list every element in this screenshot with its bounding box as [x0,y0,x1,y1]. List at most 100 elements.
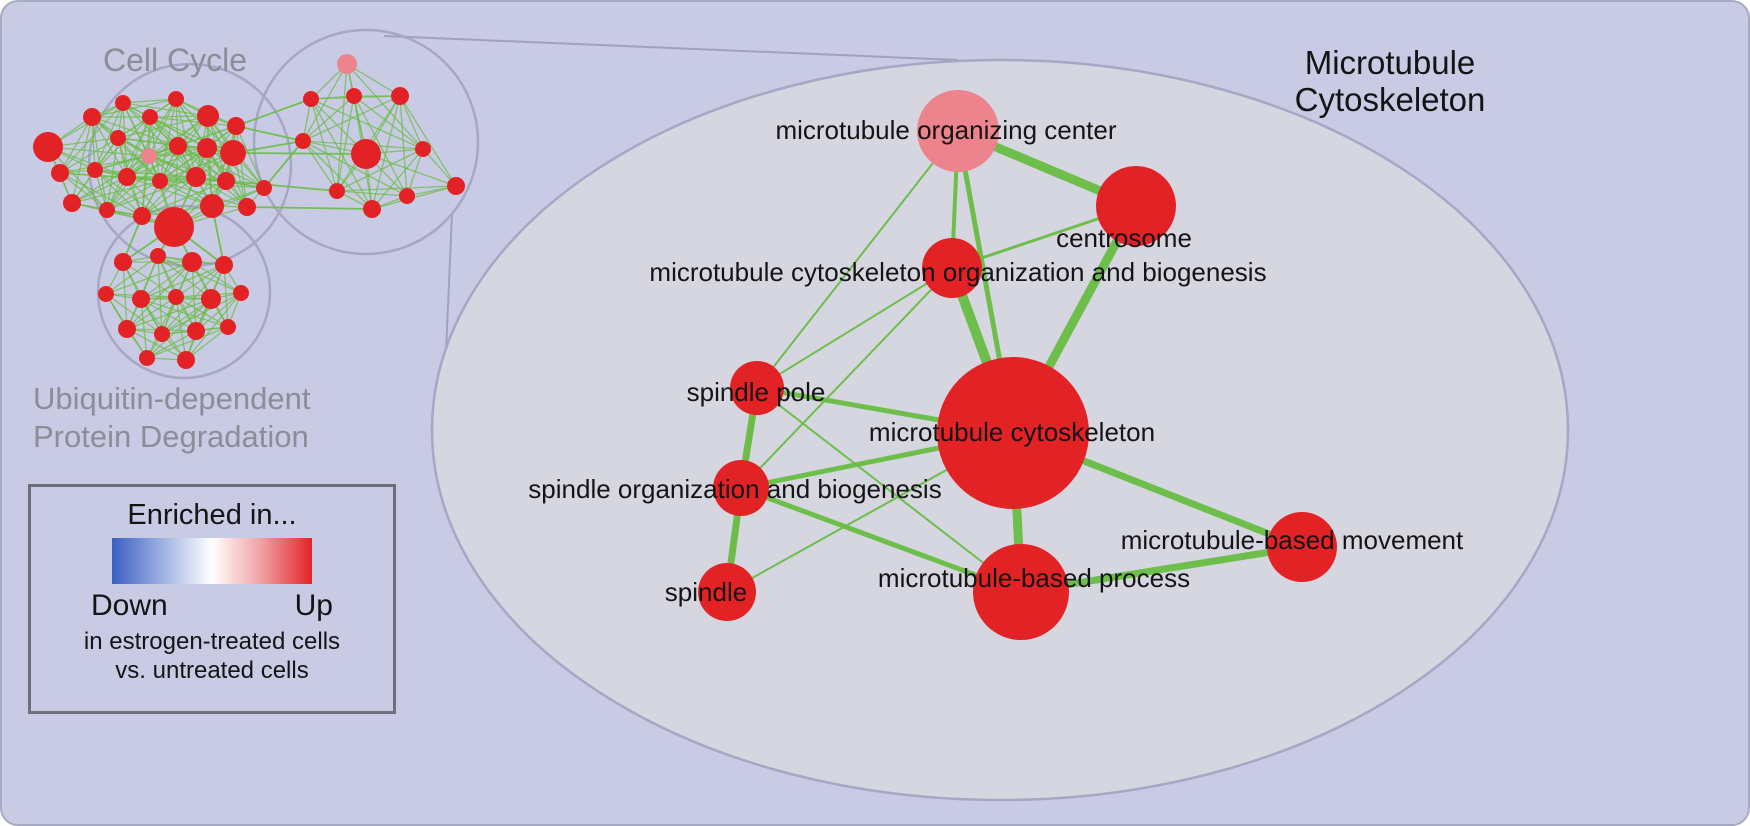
overview-node[interactable] [114,253,132,271]
overview-node[interactable] [83,108,101,126]
overview-node[interactable] [118,320,136,338]
overview-node[interactable] [51,164,69,182]
overview-node[interactable] [87,162,103,178]
overview-node[interactable] [303,91,319,107]
overview-edge [399,95,408,197]
cluster-circle-microtubule-cytoskeleton [252,28,480,256]
overview-node[interactable] [110,130,126,146]
overview-node[interactable] [63,194,81,212]
overview-node[interactable] [182,252,202,272]
overview-node[interactable] [363,200,381,218]
overview-node[interactable] [152,173,168,189]
overview-node[interactable] [399,188,415,204]
cluster-label-ubiquitin-line2: Protein Degradation [33,418,309,454]
overview-edge [149,116,161,182]
overview-node[interactable] [391,87,409,105]
overview-edge [177,125,237,147]
overview-edge [126,296,177,330]
legend-subtitle-line2: vs. untreated cells [115,657,309,685]
overview-node[interactable] [154,326,170,342]
overview-edge [59,116,93,174]
node-label-centrosome: centrosome [1056,223,1192,253]
overview-edge [149,116,208,149]
overview-node[interactable] [227,117,245,135]
edge-spindle-organization-and-biogenesis--microtubule-based-process [738,485,1024,595]
edge-microtubule-organizing-center--spindle-pole [756,130,959,389]
legend-gradient-bar [112,538,312,584]
overview-node[interactable] [115,95,131,111]
node-spindle-organization-and-biogenesis[interactable] [713,460,769,516]
overview-node[interactable] [139,350,155,366]
node-microtubule-organizing-center[interactable] [917,90,999,172]
overview-edge [141,176,197,217]
legend-subtitle-line1: in estrogen-treated cells [83,628,341,655]
overview-node[interactable] [238,198,256,216]
overview-node[interactable] [337,54,357,74]
overview-node[interactable] [415,141,431,157]
overview-node[interactable] [33,132,63,162]
node-spindle-pole[interactable] [730,361,784,415]
overview-node[interactable] [168,289,184,305]
node-label-microtubule-based-movement: microtubule-based movement [1121,525,1464,555]
overview-edge [117,115,209,139]
overview-node[interactable] [142,109,158,125]
node-centrosome[interactable] [1096,166,1176,246]
overview-edge [71,155,150,204]
overview-node[interactable] [220,319,236,335]
overview-node[interactable] [150,248,166,264]
overview-node[interactable] [154,207,194,247]
overview-node[interactable] [201,289,221,309]
overview-node[interactable] [295,133,311,149]
node-microtubule-based-process[interactable] [973,544,1069,640]
overview-node[interactable] [133,207,151,225]
node-microtubule-cytoskeleton-organization-and-biogenesis[interactable] [922,238,982,298]
overview-node[interactable] [233,285,249,301]
overview-node[interactable] [256,180,272,196]
overview-edge [106,180,161,211]
legend: Enriched in... Down Up in estrogen-treat… [28,484,396,714]
overview-node[interactable] [187,322,205,340]
overview-edge [175,296,229,328]
overview-edge [302,140,373,210]
overview-node[interactable] [118,168,136,186]
overview-node[interactable] [98,286,114,302]
overview-node[interactable] [168,91,184,107]
overview-edge [140,261,193,300]
overview-node[interactable] [177,351,195,369]
node-microtubule-based-movement[interactable] [1267,512,1337,582]
overview-node[interactable] [99,202,115,218]
overview-edge [122,98,177,104]
overview-node[interactable] [220,140,246,166]
overview-edge [302,63,348,142]
overview-node[interactable] [215,256,233,274]
overview-edge [71,176,128,204]
edge-microtubule-cytoskeleton-organization-and-biogenesis--spindle-pole [756,267,953,389]
node-label-spindle-organization-and-biogenesis: spindle organization and biogenesis [528,474,941,504]
overview-edge [126,298,212,330]
overview-node[interactable] [197,138,217,158]
overview-node[interactable] [197,105,219,127]
overview-node[interactable] [132,290,150,308]
overview-edge [399,95,424,150]
overview-node[interactable] [351,139,381,169]
overview-edge [175,296,187,361]
cluster-title-line1: Microtubule [1304,44,1476,81]
overview-edge [232,152,367,155]
node-spindle[interactable] [698,563,756,621]
node-microtubule-cytoskeleton[interactable] [937,357,1089,509]
overview-node[interactable] [200,194,224,218]
overview-node[interactable] [186,167,206,187]
overview-node[interactable] [141,148,157,164]
overview-node[interactable] [447,177,465,195]
overview-node[interactable] [329,183,345,199]
overview-edge [59,172,143,217]
overview-node[interactable] [217,172,235,190]
overview-node[interactable] [169,137,187,155]
overview-edge [146,326,229,359]
overview-edge [399,95,457,187]
node-label-microtubule-cytoskeleton: microtubule cytoskeleton [869,417,1155,447]
overview-node[interactable] [346,88,362,104]
legend-up-label: Up [294,589,333,622]
